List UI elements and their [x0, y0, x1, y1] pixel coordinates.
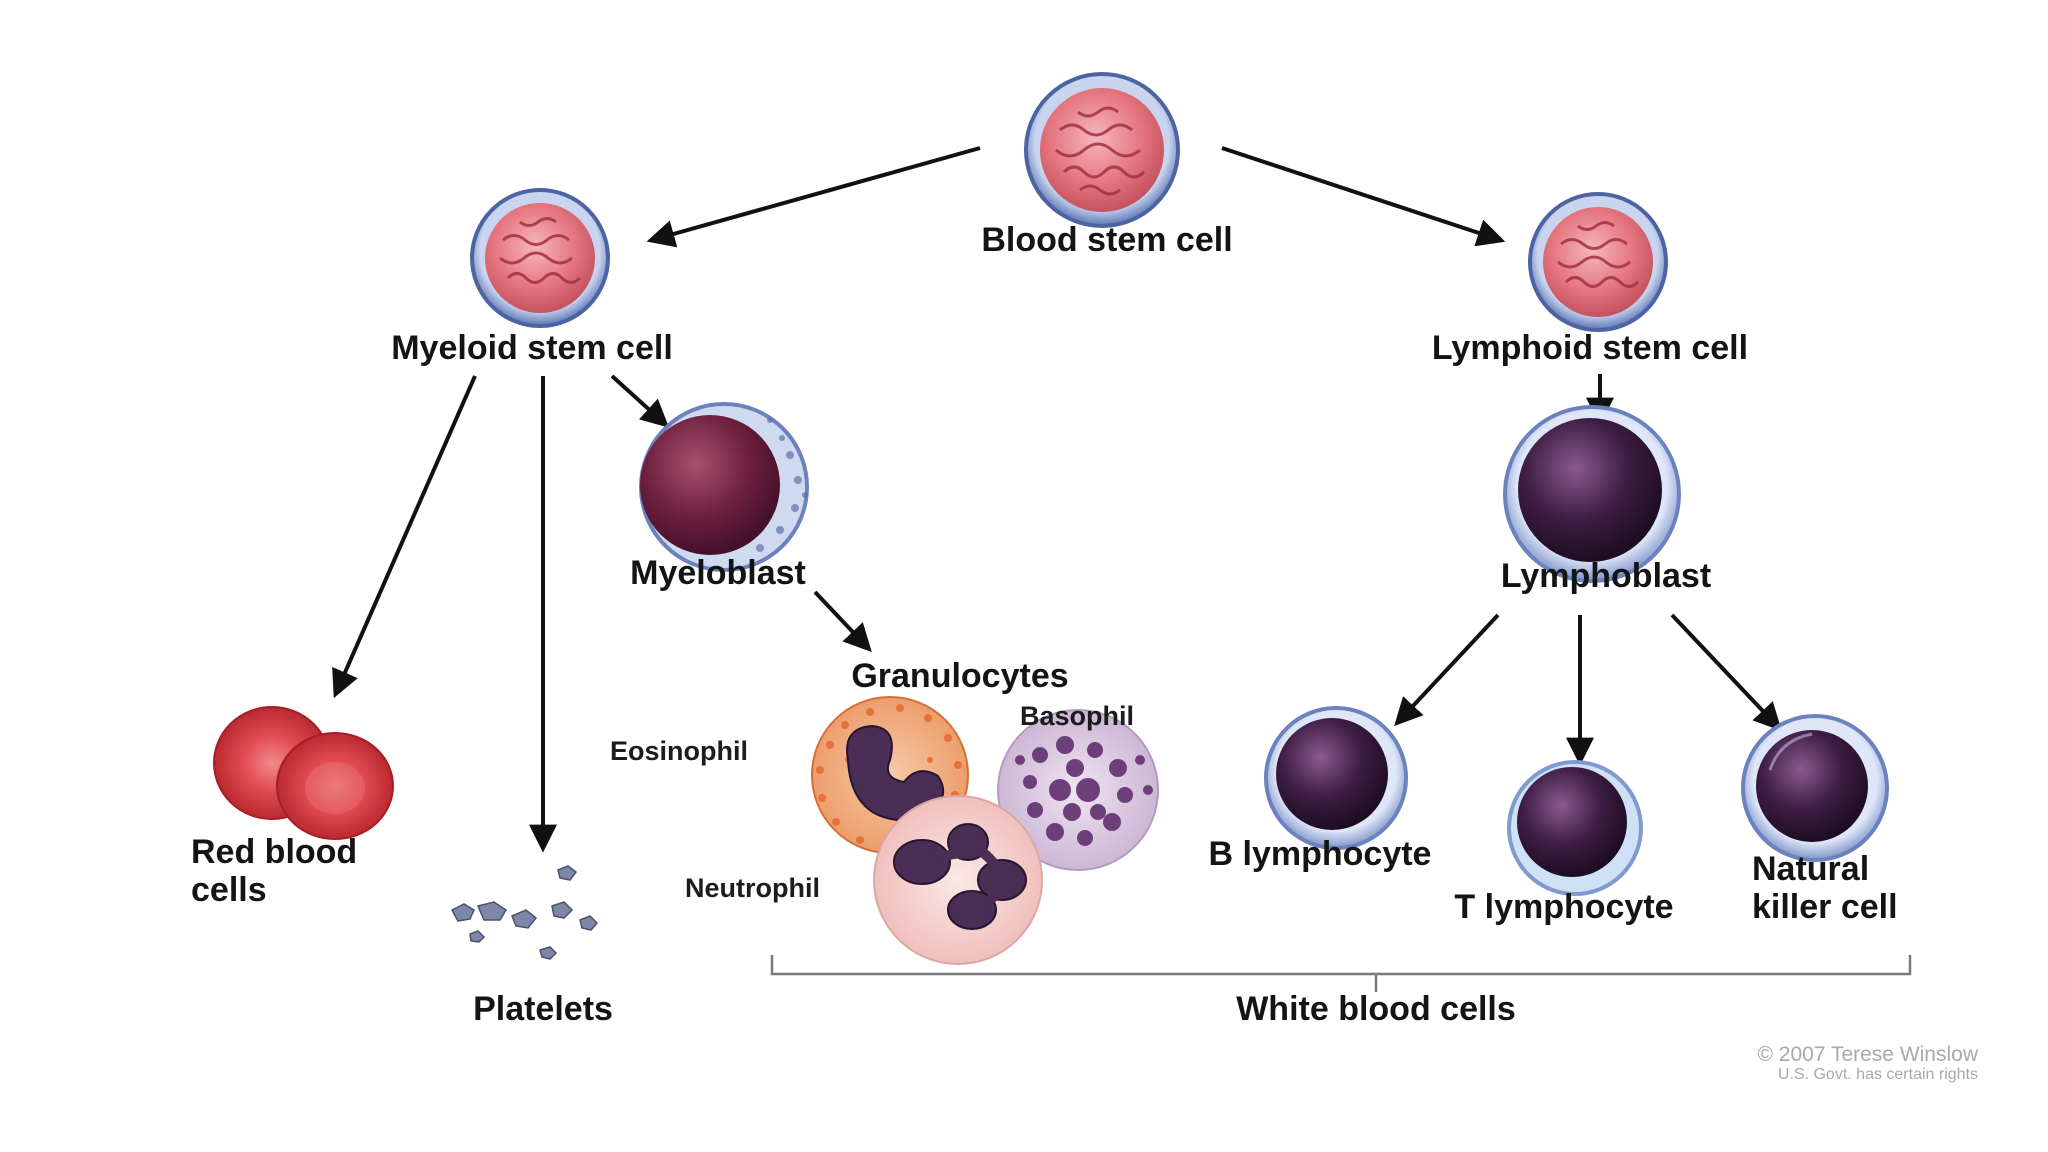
label-natural-killer-line2: killer cell: [1752, 888, 1898, 927]
label-red-blood-cells-line2: cells: [191, 871, 267, 910]
arrow-lymphoblast-to-nk: [1670, 613, 1782, 732]
label-red-blood-cells-line1: Red blood: [191, 833, 358, 871]
lymphoblast-illustration: [1503, 405, 1681, 583]
label-eosinophil: Eosinophil: [610, 736, 748, 766]
arrow-myeloid-to-rbc: [332, 375, 477, 699]
label-lymphoid-stem-cell: Lymphoid stem cell: [1431, 329, 1749, 367]
t-lymphocyte-illustration: [1507, 760, 1643, 896]
basophil-illustration: [997, 709, 1159, 871]
natural-killer-cell-illustration: [1741, 714, 1889, 862]
blood-stem-cell-illustration: [1024, 72, 1180, 228]
copyright-credit: © 2007 Terese Winslow U.S. Govt. has cer…: [1757, 1044, 1978, 1083]
lymphoid-stem-cell-illustration: [1528, 192, 1668, 332]
neutrophil-illustration: [873, 795, 1043, 965]
myeloid-stem-cell-illustration: [470, 188, 610, 328]
label-myeloid-stem-cell: Myeloid stem cell: [391, 329, 673, 367]
arrow-stem-to-lymphoid: [1221, 146, 1506, 247]
copyright-line1: © 2007 Terese Winslow: [1757, 1043, 1978, 1066]
b-lymphocyte-illustration: [1264, 706, 1408, 850]
arrow-myeloblast-to-granulocytes: [813, 590, 872, 653]
label-natural-killer-line1: Natural: [1752, 850, 1870, 888]
label-basophil: Basophil: [1020, 701, 1135, 731]
platelets-illustration: [450, 865, 599, 960]
arrow-lymphoblast-to-b: [1394, 613, 1500, 727]
label-myeloblast: Myeloblast: [630, 554, 806, 592]
arrow-myeloid-to-myeloblast: [610, 374, 670, 428]
label-t-lymphocyte: T lymphocyte: [1454, 888, 1674, 926]
label-granulocytes: Granulocytes: [851, 657, 1069, 695]
label-natural-killer-cell: Natural killer cell: [1752, 850, 1898, 926]
label-platelets: Platelets: [473, 990, 613, 1028]
red-blood-cells-illustration: [213, 706, 394, 840]
copyright-line2: U.S. Govt. has certain rights: [1777, 1066, 1978, 1083]
label-blood-stem-cell: Blood stem cell: [981, 221, 1233, 259]
white-blood-cells-bracket: [770, 955, 1912, 992]
label-neutrophil: Neutrophil: [685, 873, 820, 903]
label-b-lymphocyte: B lymphocyte: [1208, 835, 1432, 873]
myeloblast-illustration: [639, 402, 809, 572]
arrows: [332, 146, 1782, 853]
label-red-blood-cells: Red blood cells: [191, 833, 357, 909]
arrow-stem-to-myeloid: [646, 146, 981, 248]
label-white-blood-cells: White blood cells: [1236, 990, 1516, 1028]
label-lymphoblast: Lymphoblast: [1500, 557, 1712, 595]
